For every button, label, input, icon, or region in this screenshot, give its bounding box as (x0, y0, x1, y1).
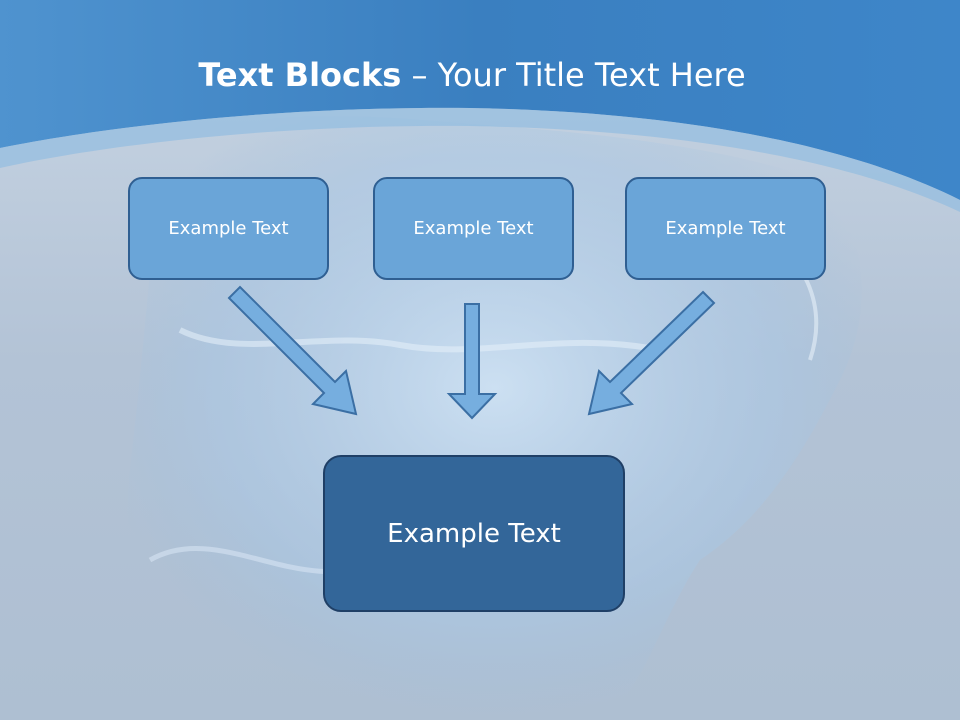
title-dash: – (411, 56, 428, 94)
title-rest: Your Title Text Here (437, 56, 746, 94)
text-block-right[interactable]: Example Text (625, 177, 826, 280)
arrow-left-icon (227, 285, 358, 416)
text-block-left[interactable]: Example Text (128, 177, 329, 280)
text-block-main[interactable]: Example Text (323, 455, 625, 612)
text-block-left-label: Example Text (168, 218, 289, 239)
text-block-main-label: Example Text (387, 518, 561, 549)
slide-title: Text Blocks – Your Title Text Here (0, 54, 944, 96)
text-block-right-label: Example Text (665, 218, 786, 239)
text-block-center-label: Example Text (413, 218, 534, 239)
title-bold: Text Blocks (198, 56, 402, 94)
arrow-right-icon (587, 290, 716, 416)
text-block-center[interactable]: Example Text (373, 177, 574, 280)
arrow-down-icon (446, 303, 498, 420)
